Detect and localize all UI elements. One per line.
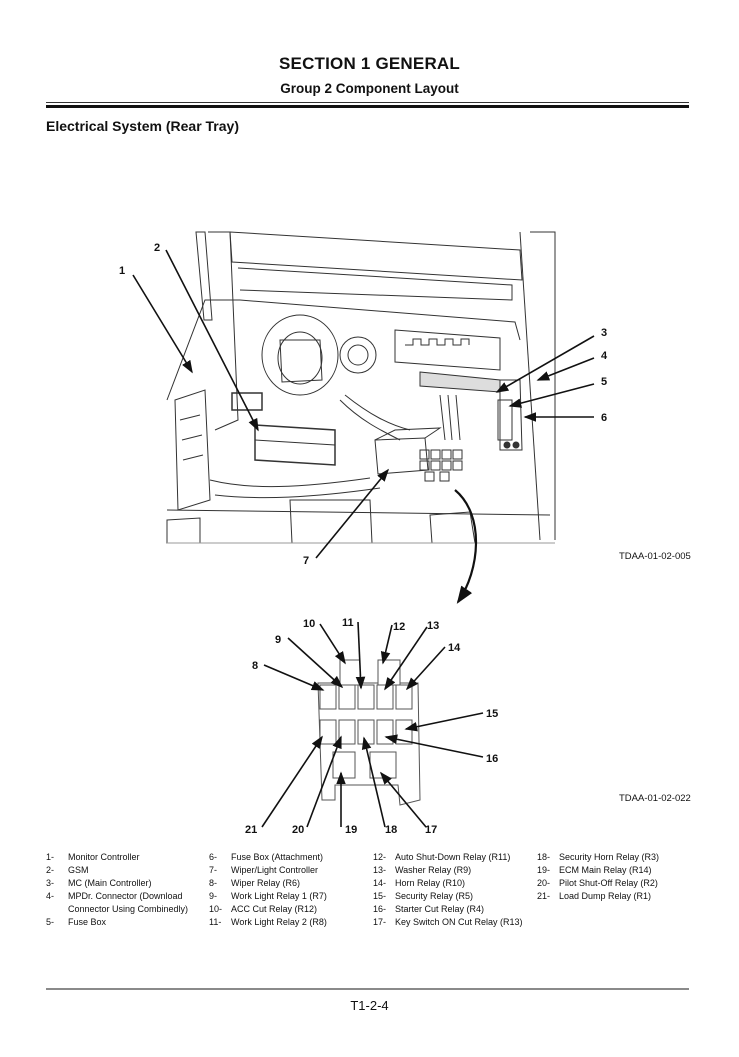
legend-item: 1-Monitor Controller (46, 852, 140, 862)
callout-19: 19 (345, 824, 357, 836)
group-title: Group 2 Component Layout (280, 81, 459, 96)
callout-4: 4 (601, 350, 608, 362)
legend-item: 13-Washer Relay (R9) (373, 865, 472, 875)
legend-item: 16-Starter Cut Relay (R4) (373, 904, 485, 914)
callout-18: 18 (385, 824, 397, 836)
legend-item: 3-MC (Main Controller) (46, 878, 152, 888)
legend-item: 10-ACC Cut Relay (R12) (209, 904, 318, 914)
legend-item: Connector Using Combinedly) (68, 904, 189, 914)
callout-16: 16 (486, 753, 498, 765)
callout-9: 9 (275, 634, 281, 646)
callout-7: 7 (303, 555, 309, 567)
legend-item: 5-Fuse Box (46, 917, 107, 927)
legend-item: 9-Work Light Relay 1 (R7) (209, 891, 327, 901)
figure1-callouts: 1 2 3 4 5 6 7 (119, 242, 608, 567)
figure2-callouts: 8 9 10 11 12 13 14 15 16 17 18 19 20 21 (245, 617, 498, 836)
callout-21: 21 (245, 824, 257, 836)
figure-code-2: TDAA-01-02-022 (619, 793, 691, 804)
callout-15: 15 (486, 708, 498, 720)
page-number: T1-2-4 (350, 998, 389, 1013)
legend-item: 18-Security Horn Relay (R3) (537, 852, 660, 862)
legend-item: 19-ECM Main Relay (R14) (537, 865, 652, 875)
callout-20: 20 (292, 824, 304, 836)
legend-column-2: 6-Fuse Box (Attachment) 7-Wiper/Light Co… (209, 851, 327, 929)
legend-item: 14-Horn Relay (R10) (373, 878, 466, 888)
legend-item: 8-Wiper Relay (R6) (209, 878, 301, 888)
legend-column-4: 18-Security Horn Relay (R3) 19-ECM Main … (537, 851, 659, 903)
legend-column-1: 1-Monitor Controller 2-GSM 3-MC (Main Co… (46, 851, 188, 929)
header-rule-thick (46, 105, 689, 108)
figure-code-1: TDAA-01-02-005 (619, 551, 691, 562)
callout-17: 17 (425, 824, 437, 836)
callout-3: 3 (601, 327, 607, 339)
legend-item: 7-Wiper/Light Controller (209, 865, 319, 875)
legend-item: 4-MPDr. Connector (Download (46, 891, 183, 901)
legend-item: 17-Key Switch ON Cut Relay (R13) (373, 917, 523, 927)
footer-rule (46, 988, 689, 990)
callout-13: 13 (427, 620, 439, 632)
callout-2: 2 (154, 242, 160, 254)
callout-5: 5 (601, 376, 607, 388)
legend-item: 21-Load Dump Relay (R1) (537, 891, 652, 901)
callout-14: 14 (448, 642, 461, 654)
subsection-title: Electrical System (Rear Tray) (46, 118, 239, 134)
figure1-leaders (132, 249, 595, 604)
callout-8: 8 (252, 660, 258, 672)
callout-6: 6 (601, 412, 607, 424)
legend-item: 6-Fuse Box (Attachment) (209, 852, 324, 862)
legend-item: 15-Security Relay (R5) (373, 891, 474, 901)
legend-item: 2-GSM (46, 865, 89, 875)
legend-column-3: 12-Auto Shut-Down Relay (R11) 13-Washer … (373, 851, 523, 929)
section-title: SECTION 1 GENERAL (279, 54, 460, 73)
legend-item: 20-Pilot Shut-Off Relay (R2) (537, 878, 658, 888)
callout-1: 1 (119, 265, 125, 277)
relay-block-illustration (317, 659, 421, 806)
callout-10: 10 (303, 618, 315, 630)
rear-tray-illustration (166, 231, 556, 544)
callout-11: 11 (342, 617, 354, 629)
legend-item: 11-Work Light Relay 2 (R8) (209, 917, 327, 927)
figure2-leaders (261, 621, 484, 828)
legend-item: 12-Auto Shut-Down Relay (R11) (373, 852, 511, 862)
header-rule-thin (46, 102, 689, 103)
callout-12: 12 (393, 621, 405, 633)
